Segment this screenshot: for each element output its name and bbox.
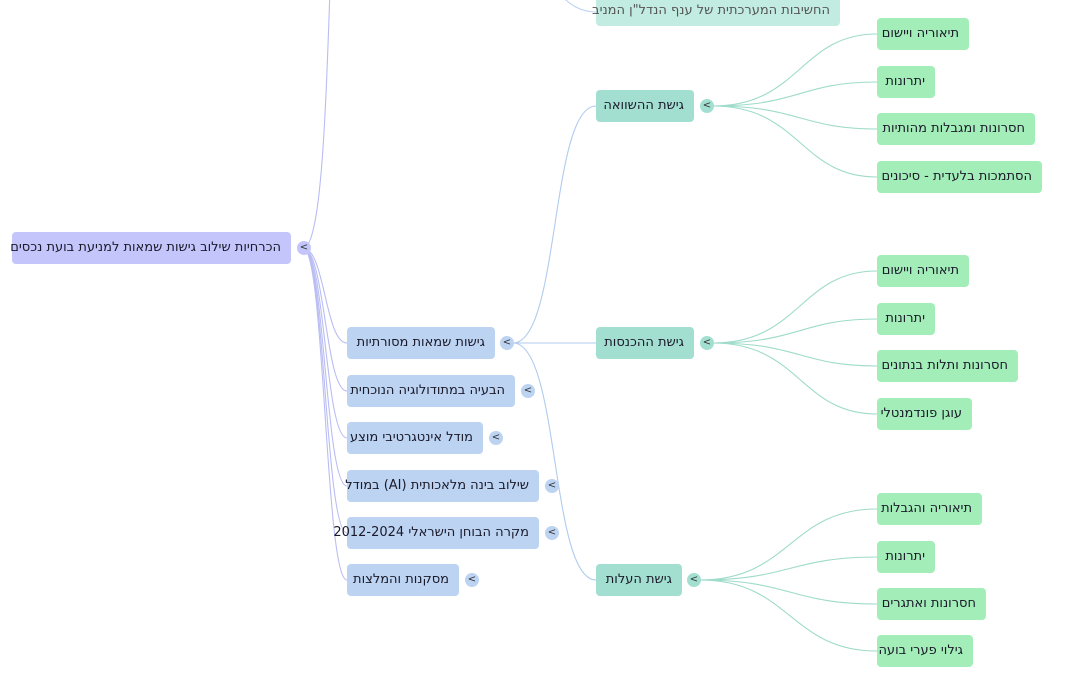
node-label: יתרונות xyxy=(885,74,925,89)
edge-root-l1-1 xyxy=(302,247,348,344)
mindmap-leaf[interactable]: גילוי פערי בועה xyxy=(877,635,973,667)
edge-root-upper xyxy=(302,0,331,249)
edge-l2b-1 xyxy=(712,270,878,344)
node-label: שילוב בינה מלאכותית (AI) במודל xyxy=(345,478,529,493)
collapse-toggle-l1-1[interactable]: < xyxy=(500,336,514,350)
edge-faded xyxy=(564,0,597,13)
edge-l2a-1 xyxy=(712,33,878,107)
mindmap-leaf[interactable]: חסרונות ואתגרים xyxy=(877,588,986,620)
edge-root-l1-4 xyxy=(302,247,348,487)
mindmap-leaf[interactable]: עוגן פונדמנטלי xyxy=(877,398,972,430)
edge-l1-l2-1 xyxy=(512,105,597,344)
node-label: תיאוריה ויישום xyxy=(881,26,959,41)
node-label: גילוי פערי בועה xyxy=(878,643,963,658)
node-label: הסתמכות בלעדית - סיכונים xyxy=(881,169,1032,184)
edge-l2c-2 xyxy=(699,556,878,581)
edge-l2b-4 xyxy=(712,342,878,415)
edge-l2c-4 xyxy=(699,579,878,652)
collapse-toggle-l2-3[interactable]: < xyxy=(687,573,701,587)
mindmap-node-l2-cost[interactable]: גישת העלות xyxy=(596,564,682,596)
node-label: מסקנות והמלצות xyxy=(353,572,449,587)
mindmap-node-l1-problem[interactable]: הבעיה במתודולוגיה הנוכחית xyxy=(347,375,515,407)
node-label: מקרה הבוחן הישראלי 2012-2024 xyxy=(333,525,529,540)
edge-l2a-4 xyxy=(712,105,878,178)
collapse-toggle-l1-3[interactable]: < xyxy=(489,431,503,445)
edge-l2c-1 xyxy=(699,508,878,581)
node-label: הבעיה במתודולוגיה הנוכחית xyxy=(350,383,505,398)
mindmap-leaf[interactable]: הסתמכות בלעדית - סיכונים xyxy=(877,161,1042,193)
mindmap-node-l1-conclusions[interactable]: מסקנות והמלצות xyxy=(347,564,459,596)
node-label: גישת ההשוואה xyxy=(603,98,684,113)
edge-root-l1-2 xyxy=(302,247,348,392)
mindmap-leaf[interactable]: תיאוריה ויישום xyxy=(877,18,969,50)
edge-root-l1-6 xyxy=(302,247,348,581)
mindmap-node-l1-case-study[interactable]: מקרה הבוחן הישראלי 2012-2024 xyxy=(333,517,539,549)
node-label: תיאוריה והגבלות xyxy=(881,501,972,516)
collapse-toggle-l1-5[interactable]: < xyxy=(545,526,559,540)
node-label: יתרונות xyxy=(885,549,925,564)
node-label: חסרונות ואתגרים xyxy=(881,596,976,611)
edge-l2c-3 xyxy=(699,579,878,605)
node-label: יתרונות xyxy=(885,311,925,326)
node-label: תיאוריה ויישום xyxy=(881,263,959,278)
node-label: מודל אינטגרטיבי מוצע xyxy=(349,430,473,445)
collapse-toggle-l2-2[interactable]: < xyxy=(700,336,714,350)
mindmap-leaf[interactable]: חסרונות ותלות בנתונים xyxy=(877,350,1018,382)
node-label: החשיבות המערכתית של ענף הנדל"ן המניב xyxy=(592,3,830,18)
node-label: גישת ההכנסות xyxy=(604,335,684,350)
edge-l2a-3 xyxy=(712,105,878,130)
edge-l1-l2-3 xyxy=(512,342,597,581)
mindmap-node-l1-traditional[interactable]: גישות שמאות מסורתיות xyxy=(347,327,495,359)
edge-l2a-2 xyxy=(712,81,878,107)
mindmap-node-l1-model[interactable]: מודל אינטגרטיבי מוצע xyxy=(347,422,483,454)
node-label: חסרונות ומגבלות מהותיות xyxy=(882,121,1026,136)
node-label: הכרחיות שילוב גישות שמאות למניעת בועת נכ… xyxy=(10,240,281,255)
node-label: גישת העלות xyxy=(605,572,672,587)
node-label: חסרונות ותלות בנתונים xyxy=(881,358,1008,373)
mindmap-leaf[interactable]: יתרונות xyxy=(877,541,935,573)
collapse-toggle-l2-1[interactable]: < xyxy=(700,99,714,113)
mindmap-leaf[interactable]: תיאוריה והגבלות xyxy=(877,493,982,525)
edge-l2b-2 xyxy=(712,318,878,344)
mindmap-node-faded[interactable]: החשיבות המערכתית של ענף הנדל"ן המניב xyxy=(592,0,840,26)
collapse-toggle-root[interactable]: < xyxy=(297,241,311,255)
mindmap-leaf[interactable]: חסרונות ומגבלות מהותיות xyxy=(877,113,1035,145)
mindmap-leaf[interactable]: יתרונות xyxy=(877,303,935,335)
mindmap-node-l1-ai[interactable]: שילוב בינה מלאכותית (AI) במודל xyxy=(345,470,539,502)
mindmap-root-node[interactable]: הכרחיות שילוב גישות שמאות למניעת בועת נכ… xyxy=(10,232,291,264)
mindmap-node-l2-comparison[interactable]: גישת ההשוואה xyxy=(596,90,694,122)
mindmap-node-l2-income[interactable]: גישת ההכנסות xyxy=(596,327,694,359)
mindmap-leaf[interactable]: תיאוריה ויישום xyxy=(877,255,969,287)
node-label: עוגן פונדמנטלי xyxy=(880,406,962,421)
edge-root-l1-5 xyxy=(302,247,348,534)
edge-l2b-3 xyxy=(712,342,878,367)
collapse-toggle-l1-2[interactable]: < xyxy=(521,384,535,398)
mindmap-leaf[interactable]: יתרונות xyxy=(877,66,935,98)
collapse-toggle-l1-6[interactable]: < xyxy=(465,573,479,587)
edge-root-l1-3 xyxy=(302,247,348,439)
node-label: גישות שמאות מסורתיות xyxy=(356,335,485,350)
collapse-toggle-l1-4[interactable]: < xyxy=(545,479,559,493)
